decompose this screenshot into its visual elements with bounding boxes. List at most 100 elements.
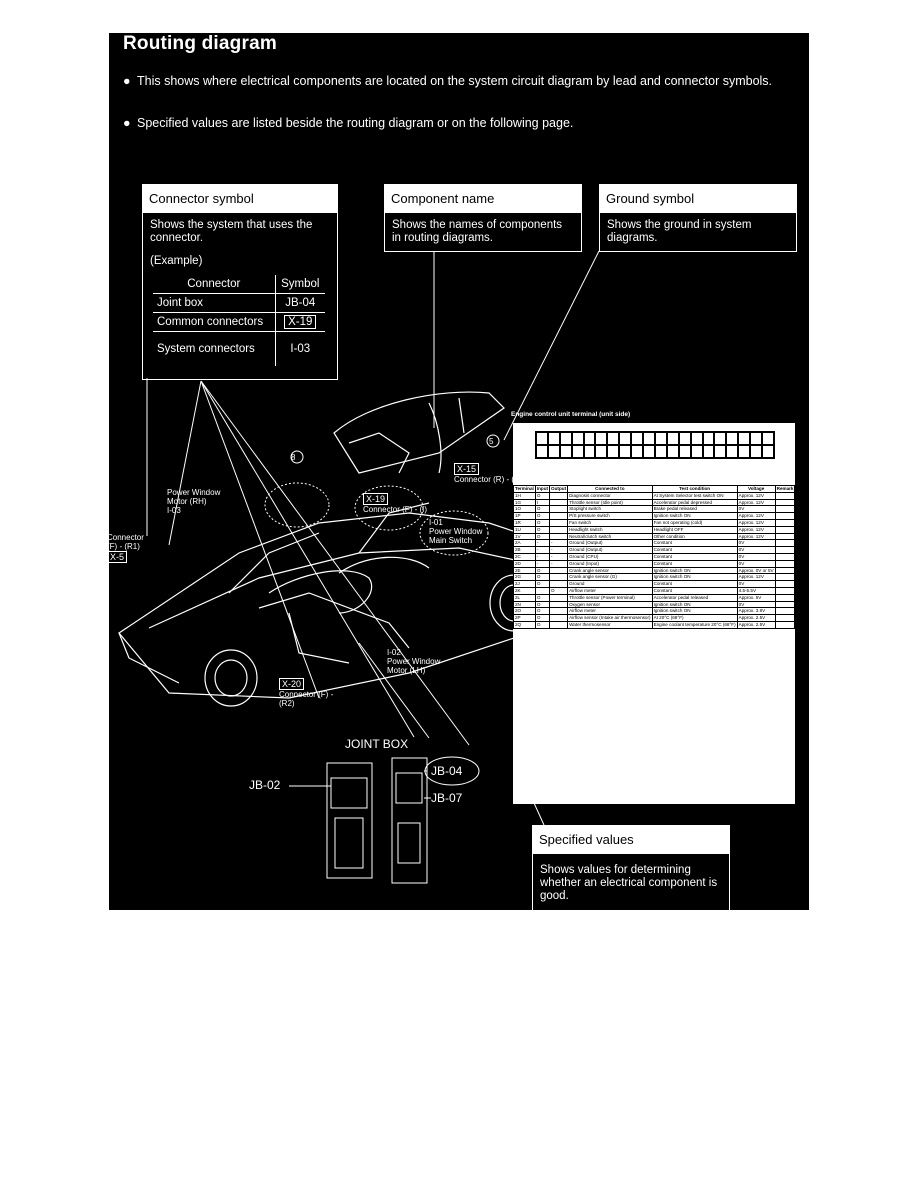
connector-pin	[762, 445, 774, 458]
connector-pin	[750, 432, 763, 445]
ecu-cell: Constant	[651, 580, 738, 588]
ecu-cell: O	[534, 505, 551, 514]
ecu-header-cell: Input	[534, 485, 551, 493]
ecu-cell: Constant	[651, 546, 738, 554]
connector-pin	[654, 432, 667, 445]
connector-pin	[643, 445, 655, 458]
ecu-cell: Throttle sensor (Idle point)	[567, 498, 653, 507]
ecu-cell: Headlight OFF	[651, 525, 738, 534]
ecu-cell: Approx. 2.5V	[736, 620, 776, 629]
jb04-label: JB-04	[431, 764, 463, 778]
ecu-cell: Ground (Output)	[567, 539, 653, 548]
connector-pin	[559, 432, 572, 445]
ecu-cell: 0V	[736, 552, 776, 561]
specified-values-callout: Specified values Shows values for determ…	[532, 825, 730, 910]
ecu-cell: Ground	[567, 580, 653, 588]
ecu-cell: Ignition switch ON	[651, 512, 738, 520]
ecu-cell: Headlight switch	[567, 525, 653, 534]
connector-symbol-example: (Example)	[150, 255, 203, 267]
connector-pin	[714, 445, 727, 458]
ecu-cell: O	[534, 512, 551, 520]
ecu-cell	[774, 607, 796, 616]
ecu-cell: Ground (CPU)	[567, 552, 653, 561]
pw-motor-rh-label: Power Window Motor (RH) I-03	[167, 488, 227, 515]
ecu-cell: 0V	[736, 600, 776, 609]
ecu-cell: 2A	[513, 539, 536, 548]
connector-pin	[547, 445, 560, 458]
ecu-cell	[774, 552, 796, 561]
conn-x20-label: X-20 Connector (F) - (R2)	[279, 678, 339, 708]
ecu-cell: 1P	[513, 512, 536, 520]
ecu-cell	[774, 573, 796, 582]
ecu-cell	[774, 532, 796, 541]
ground-symbol-heading: Ground symbol	[600, 185, 796, 213]
conn-x20-code: X-20	[279, 678, 305, 690]
ecu-cell: At System Selector test switch ON	[651, 491, 738, 500]
ecu-cell	[774, 620, 796, 629]
connector-pin	[547, 432, 560, 445]
ecu-cell	[549, 532, 569, 541]
ecu-cell: Brake pedal released	[651, 505, 738, 514]
ecu-cell: Constant	[651, 539, 738, 548]
conn-x5-code: X-5	[109, 551, 128, 563]
conn-x5-label: Connector (F) - (R1) X-5	[109, 533, 147, 563]
conn-x5-title: Connector (F) - (R1)	[109, 533, 144, 551]
conn-x19-title: Connector (F) - (I)	[363, 505, 428, 514]
ecu-cell: Diagnosis connector	[567, 491, 653, 500]
ecu-header-cell: Remark	[774, 485, 796, 493]
row-symbol: I-03	[274, 331, 325, 366]
ecu-cell: 2C	[513, 552, 536, 561]
ecu-cell	[549, 566, 569, 575]
table-row: Common connectors X-19	[153, 312, 325, 332]
joint-box-sketch	[289, 757, 431, 884]
ecu-header-cell: Connected to	[567, 485, 653, 493]
conn-x15-label: X-15 Connector (R) - (I)	[454, 463, 524, 484]
conn-x19-label: X-19 Connector (F) - (I)	[363, 493, 443, 514]
component-name-heading: Component name	[385, 185, 581, 213]
i01-label: I-01 Power Window Main Switch	[429, 518, 489, 545]
ecu-cell: Engine coolant temperature 20°C (68°F)	[651, 620, 738, 629]
ecu-cell	[774, 498, 796, 507]
ecu-cell: Approx. 5V	[736, 593, 776, 602]
ecu-cell	[549, 505, 569, 514]
ecu-cell: Approx. 12V	[736, 498, 776, 507]
connector-symbol-table: Connector Symbol Joint box JB-04 Common …	[153, 275, 325, 366]
ecu-cell: -	[534, 559, 551, 568]
pw-motor-rh-title: Power Window Motor (RH)	[167, 488, 221, 506]
jb02-label: JB-02	[249, 778, 281, 792]
ecu-cell: 0V	[736, 559, 776, 568]
ecu-cell: -	[549, 546, 569, 554]
ecu-cell	[549, 580, 569, 588]
connector-pin	[559, 445, 572, 458]
ecu-cell: 0V	[736, 505, 776, 514]
ecu-cell: Constant	[651, 586, 738, 595]
ecu-cell: 0V	[736, 580, 776, 588]
ecu-cell: Crank angle sensor	[567, 566, 653, 575]
ecu-cell: Ground (Output)	[567, 546, 653, 554]
connector-pin	[607, 445, 620, 458]
connector-pin	[536, 445, 548, 458]
ecu-cell: Constant	[651, 552, 738, 561]
jb07-label: JB-07	[431, 791, 463, 805]
connector-pin	[678, 432, 691, 445]
row-symbol: X-19	[284, 315, 317, 329]
row-connector: Common connectors	[153, 312, 276, 332]
row-symbol-cell: X-19	[274, 312, 325, 332]
ecu-cell: Throttle sensor (Power terminal)	[567, 593, 653, 602]
ecu-cell: Approx. 3.8V	[736, 607, 776, 616]
leader-line	[533, 802, 545, 826]
ecu-cell: Approx. 12V	[736, 512, 776, 520]
ecu-cell: O	[534, 518, 551, 527]
ecu-cell: 2O	[513, 607, 536, 616]
connector-pin	[595, 432, 608, 445]
ecu-cell: Accelerator pedal released	[651, 593, 738, 602]
ecu-cell	[774, 546, 796, 554]
